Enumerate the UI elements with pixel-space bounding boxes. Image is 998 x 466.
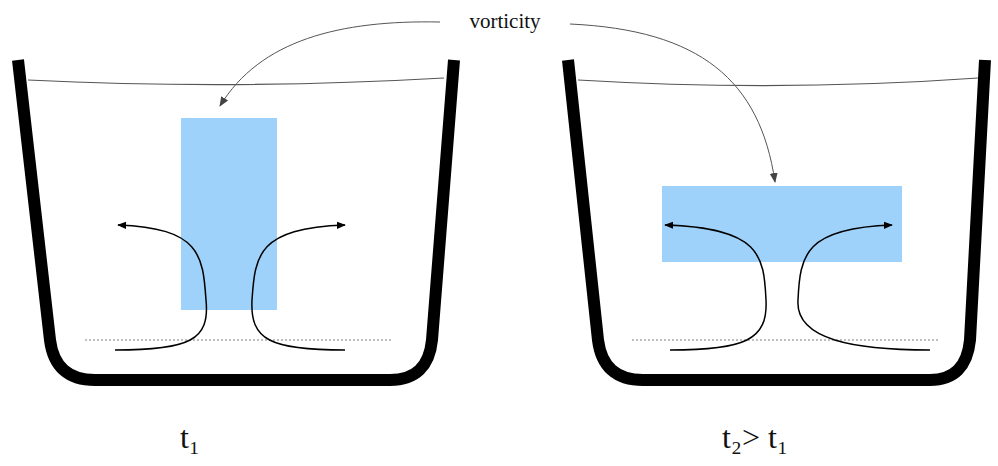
water-surface [578, 78, 978, 86]
streamline [798, 225, 930, 350]
boundary-layer-line [632, 339, 940, 341]
streamline [665, 225, 766, 350]
leader-line [220, 22, 440, 106]
time-label: t₁ [180, 420, 200, 455]
tank-wall [568, 60, 985, 380]
streamline [115, 225, 206, 350]
vorticity-region [181, 118, 277, 310]
callout-label: vorticity [469, 10, 540, 33]
streamline [252, 225, 345, 350]
water-surface [28, 78, 444, 85]
vorticity-region [662, 186, 902, 262]
time-label: t₂> t₁ [722, 420, 788, 455]
boundary-layer-line [85, 339, 392, 341]
tank-wall [18, 60, 454, 380]
leader-line [570, 24, 775, 182]
